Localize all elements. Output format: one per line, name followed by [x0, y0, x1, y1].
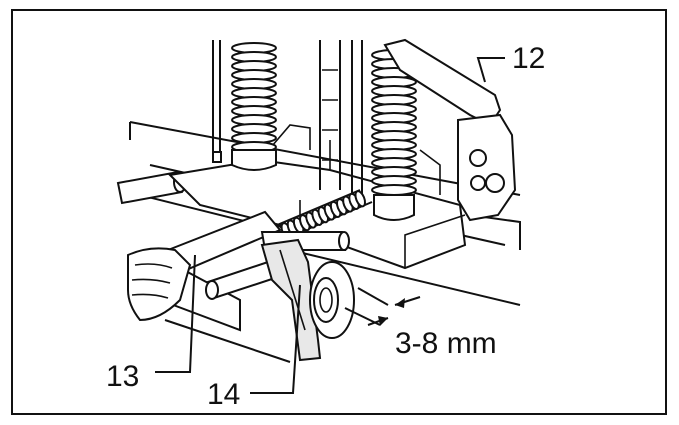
- bracket-14: [260, 238, 322, 362]
- lever-12: [383, 38, 517, 222]
- left-spring: [212, 40, 277, 171]
- figure-frame: [11, 9, 667, 415]
- gap-dimension-label: 3-8 mm: [395, 327, 497, 360]
- callout-13: 13: [106, 360, 139, 393]
- roller-wheel: [309, 261, 355, 339]
- center-pipe: [319, 40, 363, 195]
- gap-dimension-arrows: [344, 287, 421, 326]
- callout-12: 12: [512, 42, 545, 75]
- callout-14: 14: [207, 378, 240, 411]
- right-spring: [371, 49, 417, 221]
- operator-hand: [127, 247, 192, 322]
- leader-lines: [155, 57, 505, 394]
